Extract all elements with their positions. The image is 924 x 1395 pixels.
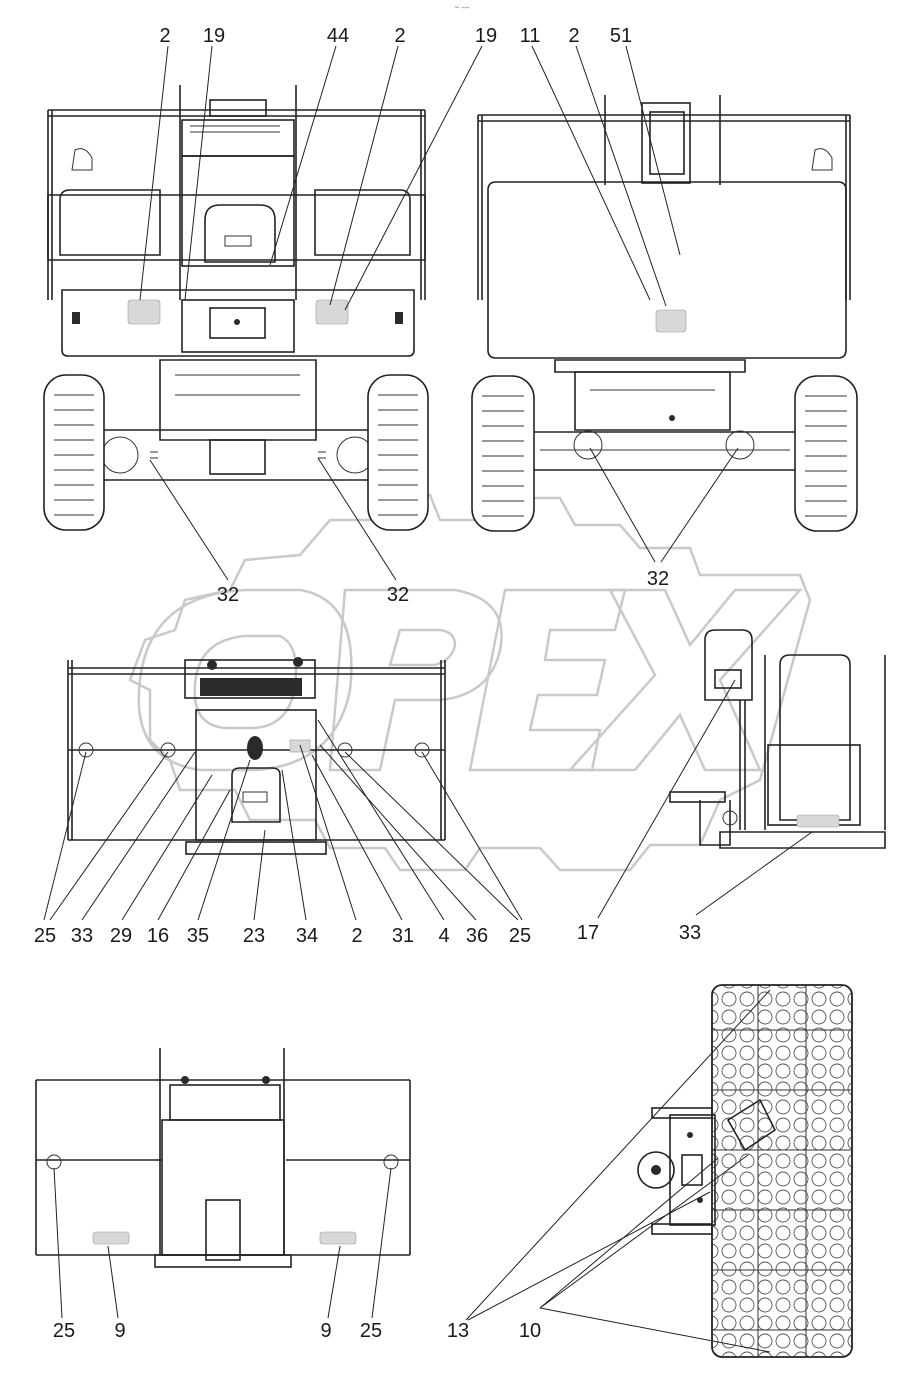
- rear-right-tire: [794, 375, 858, 532]
- platform-front-view: [43, 657, 523, 921]
- rear-left-tire: [471, 375, 535, 532]
- callout-9: 9: [114, 1320, 125, 1342]
- callouts-front-view: 2 19 44 2 19 32 32: [159, 25, 497, 606]
- callout-36: 36: [466, 925, 488, 947]
- callout-33: 33: [71, 925, 93, 947]
- platform-floor-grating: [711, 984, 853, 1358]
- callout-32: 32: [387, 584, 409, 606]
- callout-51: 51: [610, 25, 632, 47]
- callouts-rear-view: 11 2 51 32: [520, 25, 670, 590]
- callout-13: 13: [447, 1320, 469, 1342]
- callout-31: 31: [392, 925, 414, 947]
- callout-32: 32: [217, 584, 239, 606]
- callouts-platform-top: 13 10: [447, 1320, 541, 1342]
- callout-19: 19: [475, 25, 497, 47]
- callouts-platform-front: 25 33 29 16 35 23 34 2 31 4 36 25: [34, 925, 531, 947]
- decal-2-right: [315, 299, 349, 325]
- callout-17: 17: [577, 922, 599, 944]
- callout-2: 2: [568, 25, 579, 47]
- callout-44: 44: [327, 25, 349, 47]
- callout-2: 2: [351, 925, 362, 947]
- callout-16: 16: [147, 925, 169, 947]
- platform-rear-view: [35, 1048, 411, 1319]
- callout-35: 35: [187, 925, 209, 947]
- decal-9-left: [92, 1231, 130, 1245]
- callout-25: 25: [360, 1320, 382, 1342]
- callout-19: 19: [203, 25, 225, 47]
- decal-2-rear: [655, 309, 687, 333]
- machine-rear-view: [471, 45, 858, 563]
- decal-2-left: [127, 299, 161, 325]
- callout-2: 2: [394, 25, 405, 47]
- machine-front-view: [43, 45, 483, 581]
- callout-23: 23: [243, 925, 265, 947]
- callout-9: 9: [320, 1320, 331, 1342]
- platform-side-view: [597, 629, 886, 919]
- callouts-platform-rear: 25 9 9 25: [53, 1320, 382, 1342]
- callout-33: 33: [679, 922, 701, 944]
- callout-34: 34: [296, 925, 318, 947]
- callout-11: 11: [520, 25, 541, 47]
- callout-29: 29: [110, 925, 132, 947]
- decal-33-side: [796, 814, 840, 828]
- callout-4: 4: [438, 925, 449, 947]
- callouts-platform-side: 17 33: [577, 922, 701, 944]
- callout-25: 25: [34, 925, 56, 947]
- callout-32: 32: [647, 568, 669, 590]
- platform-top-view: [465, 984, 853, 1358]
- callout-25: 25: [53, 1320, 75, 1342]
- front-right-tire: [367, 374, 429, 531]
- callout-25: 25: [509, 925, 531, 947]
- callout-10: 10: [519, 1320, 541, 1342]
- top-mark: ~ ---: [455, 3, 470, 12]
- front-left-tire: [43, 374, 105, 531]
- callout-2: 2: [159, 25, 170, 47]
- decal-9-right: [319, 1231, 357, 1245]
